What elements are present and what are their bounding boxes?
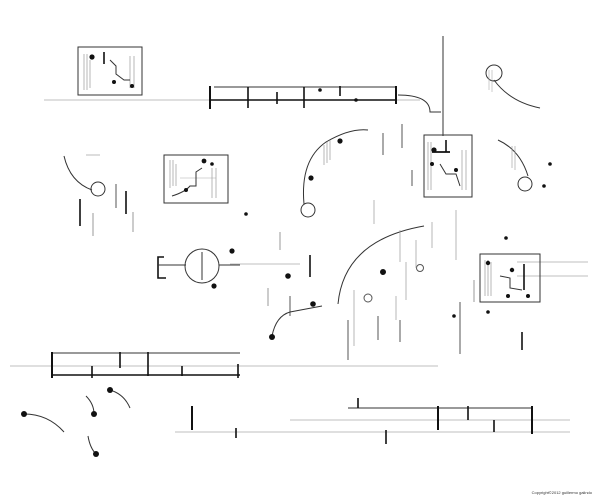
score-box-2 [163, 154, 229, 204]
staff-segment-top [209, 86, 397, 109]
copyright-notice: Copyright©2012 guillermo galindo [531, 490, 592, 495]
arc-circle-left [63, 155, 134, 236]
quarter-arc-center [337, 200, 461, 360]
arc-dotted-lower [269, 301, 323, 340]
staff-segment-bottom [191, 398, 533, 444]
circle-crosshair [157, 212, 311, 316]
tall-vertical-hook [397, 36, 444, 136]
circle-arc-top-right [485, 64, 541, 109]
arc-dotted-center [300, 124, 403, 218]
arc-circle-right [497, 139, 552, 192]
staff-segment-lower-left [51, 352, 240, 378]
score-box-3 [411, 134, 473, 198]
score-box-1 [77, 46, 143, 96]
score-box-4 [473, 236, 541, 350]
faint-horizontal-lines [10, 99, 588, 433]
arcs-lower-left [21, 387, 131, 457]
